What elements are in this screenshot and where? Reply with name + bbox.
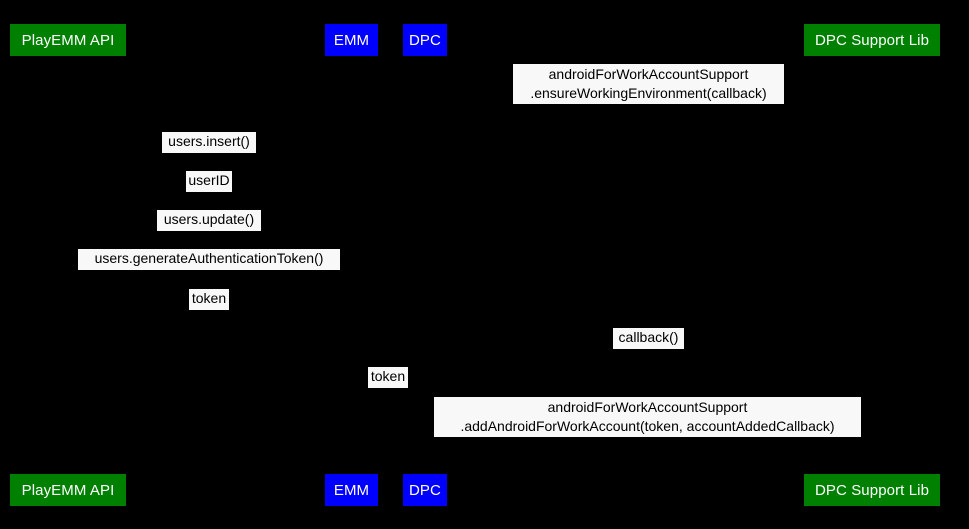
message-line-1: androidForWorkAccountSupport [547,399,748,415]
participant-dpc-support-lib-bottom[interactable]: DPC Support Lib [804,474,940,506]
message-line-1: userID [188,172,230,188]
participant-label: EMM [333,31,370,49]
message-line-1: androidForWorkAccountSupport [548,66,749,82]
message-line-2: .ensureWorkingEnvironment(callback) [530,85,767,101]
message-label-token-to-emm: token [189,289,229,310]
participant-label: PlayEMM API [21,481,115,499]
message-line-2: .addAndroidForWorkAccount(token, account… [460,418,835,434]
participant-playemm-api-top[interactable]: PlayEMM API [10,24,126,56]
message-label-token-to-dpc: token [368,367,408,388]
participant-label: DPC Support Lib [814,481,930,499]
message-label-add-android-for-work-account: androidForWorkAccountSupport .addAndroidF… [434,397,861,437]
message-label-users-update: users.update() [157,210,261,231]
message-label-ensure-working-environment: androidForWorkAccountSupport .ensureWorki… [513,64,784,104]
participant-label: DPC Support Lib [814,31,930,49]
participant-emm-top[interactable]: EMM [325,24,378,56]
message-line-1: token [191,290,227,306]
message-label-callback: callback() [613,328,684,349]
message-line-1: token [370,368,406,384]
participant-label: DPC [409,31,441,49]
message-line-1: callback() [618,329,679,345]
participant-dpc-bottom[interactable]: DPC [403,474,447,506]
participant-playemm-api-bottom[interactable]: PlayEMM API [10,474,126,506]
message-line-1: users.insert() [168,133,250,149]
participant-label: PlayEMM API [21,31,115,49]
participant-dpc-support-lib-top[interactable]: DPC Support Lib [804,24,940,56]
message-line-1: users.generateAuthenticationToken() [94,250,324,266]
participant-label: DPC [409,481,441,499]
message-line-1: users.update() [163,211,255,227]
participant-emm-bottom[interactable]: EMM [325,474,378,506]
message-label-users-generate-authentication-token: users.generateAuthenticationToken() [78,249,340,270]
message-label-user-id: userID [186,171,232,192]
participant-dpc-top[interactable]: DPC [403,24,447,56]
message-label-users-insert: users.insert() [162,132,256,153]
participant-label: EMM [333,481,370,499]
